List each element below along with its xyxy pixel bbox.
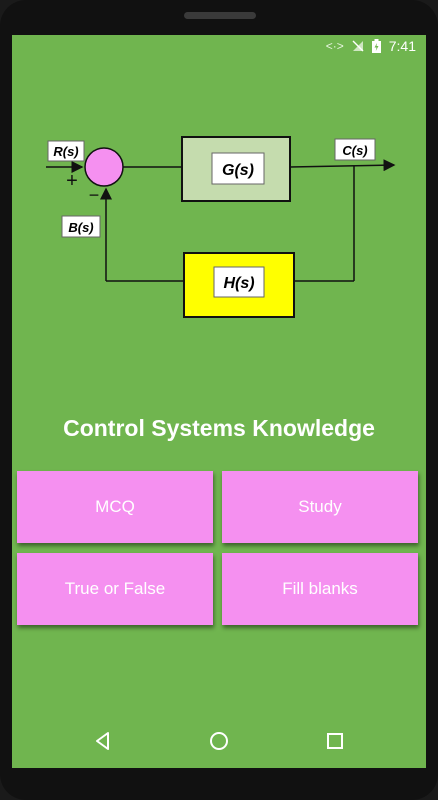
output-label-box (334, 138, 376, 161)
feedback-block-label-box (213, 266, 265, 298)
block-diagram: G(s) H(s) R(s) C(s) B(s) + − (46, 136, 396, 318)
output-signal-line (289, 159, 396, 172)
summing-junction (84, 147, 124, 187)
battery-charging-icon (371, 39, 381, 53)
feedback-block-label: H(s) (223, 275, 254, 292)
status-icons: <·> 7:41 (326, 38, 416, 54)
data-transfer-icon: <·> (325, 39, 344, 53)
clock: 7:41 (388, 38, 416, 54)
app-title: Control Systems Knowledge (63, 415, 375, 441)
input-label: R(s) (53, 144, 78, 159)
output-label: C(s) (342, 143, 367, 158)
recents-icon[interactable] (323, 729, 347, 753)
input-label-box (47, 140, 85, 162)
feedback-label: B(s) (68, 220, 93, 235)
feedback-label-box (61, 215, 101, 238)
no-signal-icon (352, 40, 364, 52)
study-button[interactable]: Study (222, 471, 418, 543)
back-icon[interactable] (91, 729, 115, 753)
forward-block-label: G(s) (222, 162, 254, 179)
screen: <·> 7:41 (12, 35, 426, 768)
plus-sign: + (66, 170, 78, 192)
status-bar: <·> 7:41 (12, 35, 426, 59)
navigation-bar (12, 715, 426, 768)
forward-block-label-box (211, 152, 265, 185)
fill-blanks-button[interactable]: Fill blanks (222, 553, 418, 625)
home-icon[interactable] (207, 729, 231, 753)
true-or-false-button[interactable]: True or False (17, 553, 213, 625)
speaker-grille (184, 12, 256, 19)
minus-sign: − (89, 185, 100, 205)
mcq-button[interactable]: MCQ (17, 471, 213, 543)
